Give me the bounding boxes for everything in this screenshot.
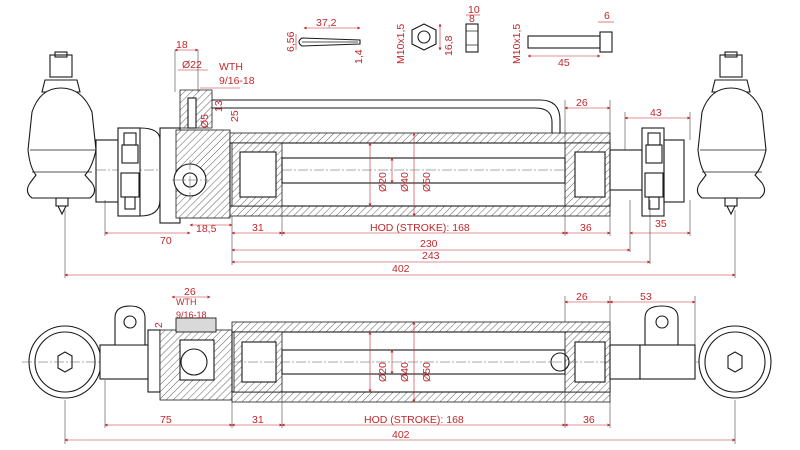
- nut-thickness: 8: [469, 13, 475, 25]
- bottom-dim-402: 402: [392, 429, 410, 441]
- dim-43: 43: [650, 107, 662, 119]
- left-ball-eye: [22, 325, 151, 399]
- dim-d20: Ø20: [377, 172, 389, 192]
- dim-d22: Ø22: [182, 59, 202, 71]
- right-ball-eye: [698, 325, 772, 399]
- bottom-dim-36: 36: [583, 414, 595, 426]
- bottom-dim-53: 53: [640, 291, 652, 303]
- dim-stroke: HOD (STROKE): 168: [370, 222, 470, 234]
- pin-length: 37,2: [316, 17, 337, 29]
- dim-243: 243: [422, 250, 440, 262]
- nut-width: 10: [468, 4, 480, 16]
- dim-26: 26: [576, 97, 588, 109]
- dim-d40: Ø40: [399, 172, 411, 192]
- bottom-view: 26 WTH 9/16-18 2 26 53 Ø20 Ø40 Ø50 75 31…: [22, 286, 772, 444]
- dim-35: 35: [655, 218, 667, 230]
- dim-31: 31: [252, 222, 264, 234]
- bottom-dim-26r: 26: [576, 291, 588, 303]
- bolt: M10x1,5 6 45: [511, 10, 614, 69]
- pin-thickness: 1,4: [353, 49, 365, 64]
- right-clevis: [609, 127, 685, 217]
- dim-25: 25: [229, 110, 241, 122]
- bottom-dim-stroke: HOD (STROKE): 168: [364, 414, 464, 426]
- bottom-left-clevis: [114, 305, 161, 393]
- dim-402: 402: [392, 263, 410, 275]
- bottom-dim-wth: WTH: [176, 297, 197, 307]
- cylinder-head-block: [159, 89, 231, 224]
- dim-36: 36: [580, 222, 592, 234]
- bottom-dim-2: 2: [153, 322, 165, 328]
- right-ball-joint: [696, 51, 767, 216]
- pin-dia: 6,56: [285, 31, 297, 52]
- dim-d50: Ø50: [421, 172, 433, 192]
- bottom-dim-d40: Ø40: [399, 362, 411, 382]
- dim-18-5: 18,5: [196, 223, 217, 235]
- nut-height: 16,8: [443, 35, 455, 56]
- dim-wth-thread: 9/16-18: [219, 75, 255, 87]
- bottom-dim-26: 26: [184, 286, 196, 298]
- top-view: 18 Ø22 WTH 9/16-18 Ø5 13 25 26 43 Ø20 Ø4…: [26, 39, 767, 278]
- bottom-dim-d20: Ø20: [377, 362, 389, 382]
- bottom-right-rod-end: [609, 305, 696, 380]
- bolt-head: 6: [604, 10, 610, 22]
- bottom-dim-31: 31: [252, 414, 264, 426]
- dim-13: 13: [213, 100, 225, 112]
- nut-side: 10 8: [465, 4, 480, 53]
- cylinder-barrel: [229, 132, 611, 217]
- bottom-head-block: [159, 317, 233, 401]
- top-dimensions: [64, 48, 736, 278]
- bolt-thread: M10x1,5: [511, 24, 523, 64]
- dim-18: 18: [176, 39, 188, 51]
- left-clevis: [117, 127, 161, 217]
- cotter-pin: 37,2 6,56 1,4: [285, 17, 365, 64]
- hydraulic-pipe: [212, 99, 561, 133]
- nut-front: M10x1,5 16,8: [395, 23, 455, 64]
- bottom-dim-d50: Ø50: [421, 362, 433, 382]
- bottom-dim-75: 75: [160, 414, 172, 426]
- dim-d5: Ø5: [199, 114, 211, 128]
- dim-70: 70: [160, 235, 172, 247]
- nut-thread: M10x1,5: [395, 24, 407, 64]
- bolt-length: 45: [558, 57, 570, 69]
- bottom-dim-wth-thread: 9/16-18: [176, 310, 207, 320]
- dim-wth: WTH: [219, 61, 243, 73]
- parts-detail: 37,2 6,56 1,4 M10x1,5 16,8 10 8 M10x: [285, 4, 614, 69]
- bottom-dimensions: [64, 295, 736, 444]
- dim-230: 230: [420, 238, 438, 250]
